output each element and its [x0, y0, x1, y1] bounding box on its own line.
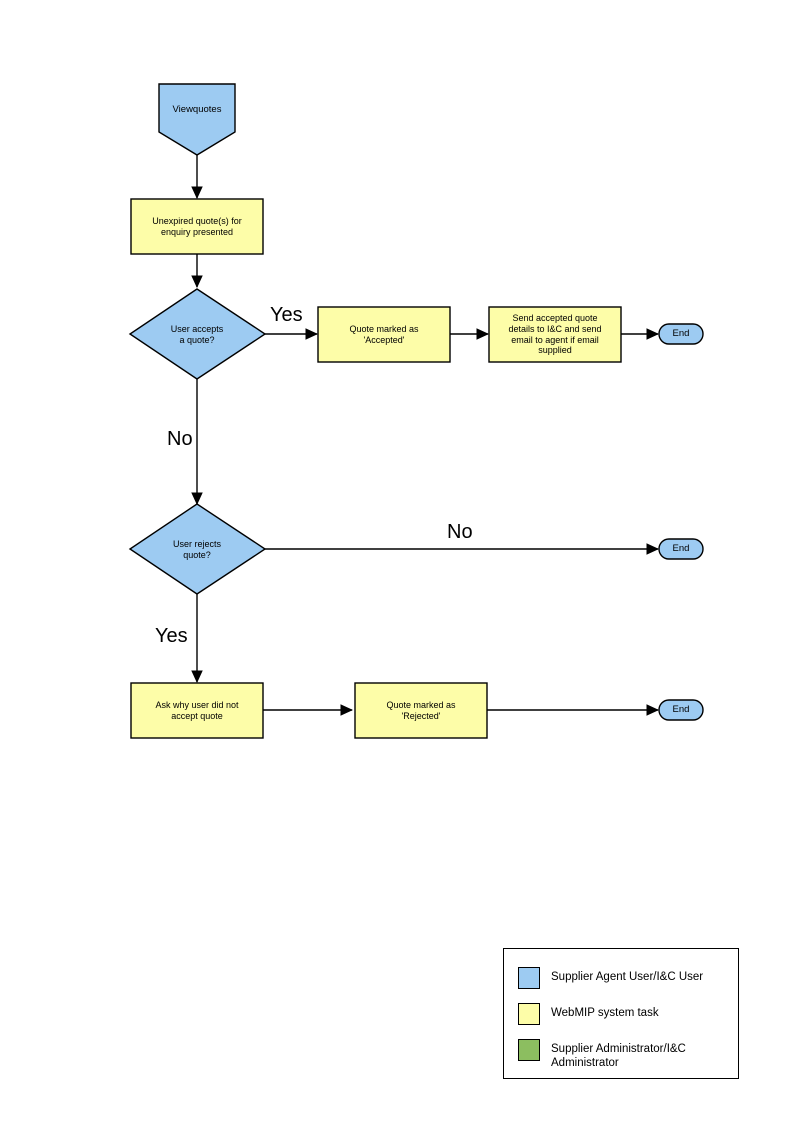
node-senddetails-shape[interactable] — [488, 306, 622, 363]
legend-item-system: WebMIP system task — [504, 1003, 738, 1025]
node-accepted-shape[interactable] — [317, 306, 451, 363]
node-rejects-shape[interactable] — [128, 503, 267, 595]
legend-label-admin: Supplier Administrator/I&C Administrator — [551, 1043, 686, 1070]
legend-swatch-admin-green — [518, 1039, 540, 1061]
legend-swatch-actor-blue — [518, 967, 540, 989]
node-askwhy-shape[interactable] — [130, 682, 264, 739]
node-end2-shape[interactable] — [658, 538, 704, 560]
legend-item-admin: Supplier Administrator/I&C Administrator — [504, 1039, 738, 1071]
legend-label-system: WebMIP system task — [551, 1007, 659, 1019]
node-end3-shape[interactable] — [658, 699, 704, 721]
node-end1-shape[interactable] — [658, 323, 704, 345]
node-quotes-shape[interactable] — [130, 198, 264, 255]
node-start-shape[interactable] — [158, 83, 236, 156]
legend-panel: Supplier Agent User/I&C User WebMIP syst… — [503, 948, 739, 1079]
legend-swatch-system-yellow — [518, 1003, 540, 1025]
node-accepts-shape[interactable] — [128, 288, 267, 380]
node-rejected-shape[interactable] — [354, 682, 488, 739]
legend-item-actor: Supplier Agent User/I&C User — [504, 967, 738, 989]
connector-group — [191, 154, 660, 716]
legend-label-actor: Supplier Agent User/I&C User — [551, 971, 704, 983]
